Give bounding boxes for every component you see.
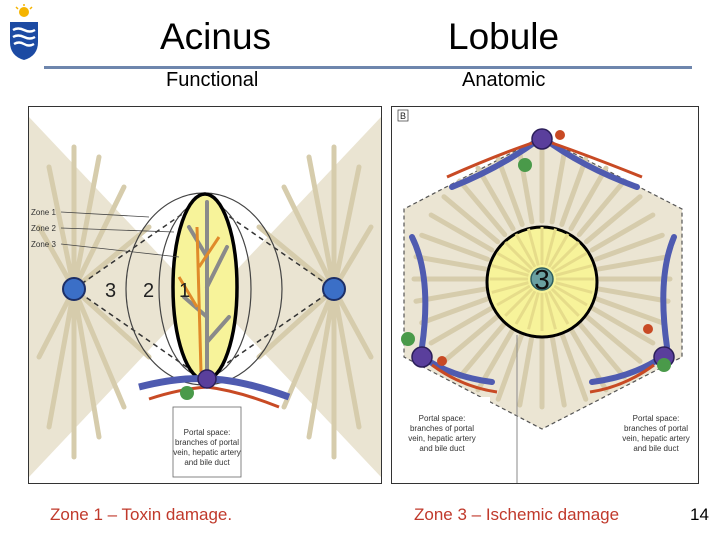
portal-label-right-line-1: Portal space: <box>633 414 680 423</box>
hepatic-cord <box>419 296 490 326</box>
portal-triad-top <box>518 128 565 172</box>
panel-tag: B <box>400 111 406 121</box>
central-cord <box>547 290 570 325</box>
hepatic-cord <box>576 320 627 380</box>
central-cord <box>550 287 580 317</box>
central-vein <box>530 267 554 291</box>
portal-space-callout-right <box>618 397 698 461</box>
hepatic-cord <box>549 333 567 408</box>
central-cord <box>553 284 588 307</box>
hepatic-cord <box>594 232 665 262</box>
center-zone-number: 3 <box>534 264 550 295</box>
portal-label-left-line-4: and bile duct <box>419 444 465 453</box>
hepatic-cords <box>36 144 374 460</box>
central-cord <box>504 287 534 317</box>
zone-number-3: 3 <box>105 280 116 302</box>
portal-triad-right <box>643 324 675 372</box>
arterial-branches <box>177 226 221 373</box>
central-cord <box>496 284 531 307</box>
central-cord <box>553 251 588 274</box>
portal-triad-left <box>401 332 447 368</box>
central-cord <box>555 264 593 277</box>
lobule-title: Lobule <box>448 16 560 57</box>
central-cord <box>527 292 540 330</box>
lobule-subtitle: Anatomic <box>462 69 546 91</box>
central-vein-left <box>62 277 86 301</box>
portal-label-right-line-2: branches of portal <box>624 424 688 433</box>
portal-label-line-4: and bile duct <box>184 458 230 467</box>
portal-label-left-line-1: Portal space: <box>419 414 466 423</box>
hepatic-cord <box>419 232 490 262</box>
hepatic-cord <box>495 156 525 227</box>
central-cord <box>544 292 557 330</box>
portal-space-callout-left <box>394 397 490 461</box>
portal-triad <box>138 369 291 409</box>
hepatic-cord <box>457 320 508 380</box>
hepatic-cord <box>441 313 501 364</box>
hepatic-cord <box>589 212 656 253</box>
portal-label-right-line-3: vein, hepatic artery <box>622 434 690 443</box>
institution-logo <box>10 4 38 60</box>
hepatic-cord <box>583 313 643 364</box>
acinus-title: Acinus <box>160 16 272 57</box>
central-cord <box>496 251 531 274</box>
central-cord <box>547 233 570 268</box>
zone-1-caption: Zone 1 – Toxin damage. <box>50 505 233 524</box>
central-cord <box>491 281 529 294</box>
hepatic-cord <box>559 331 589 402</box>
portal-label-line-3: vein, hepatic artery <box>173 448 241 457</box>
portal-label-line-2: branches of portal <box>175 438 239 447</box>
hepatic-cord <box>428 212 495 253</box>
central-cord <box>514 233 537 268</box>
hepatic-cord <box>596 286 671 304</box>
zone-number-2: 2 <box>143 280 154 302</box>
hepatic-cord <box>583 194 643 245</box>
portal-label-line-1: Portal space: <box>184 428 231 437</box>
hepatic-cord <box>428 305 495 346</box>
hepatic-cord <box>594 296 665 326</box>
acinus-subtitle: Functional <box>166 69 259 91</box>
central-cord <box>514 290 537 325</box>
portal-label-left-line-2: branches of portal <box>410 424 474 433</box>
acinus-diagram: Zone 1 Zone 2 Zone 3 3 2 1 Portal space:… <box>29 117 381 478</box>
portal-label-right-line-4: and bile duct <box>633 444 679 453</box>
hepatic-cord <box>517 333 535 408</box>
central-cord <box>555 281 593 294</box>
header-divider <box>44 66 692 69</box>
page-number: 14 <box>690 505 709 524</box>
lobule-diagram: B <box>394 109 698 483</box>
central-cord <box>550 241 580 271</box>
central-vein-right <box>322 277 346 301</box>
central-cord <box>527 228 540 266</box>
hepatic-arterioles <box>431 141 655 394</box>
central-cord <box>504 241 534 271</box>
hepatic-cord <box>568 165 609 232</box>
lobule-diagram-panel: B <box>391 106 699 484</box>
zone-label-3: Zone 3 <box>31 240 56 249</box>
hepatic-cord <box>457 178 508 238</box>
central-cord <box>544 228 557 266</box>
hepatic-cord <box>441 194 501 245</box>
hepatic-cord <box>495 331 525 402</box>
zone-label-2: Zone 2 <box>31 224 56 233</box>
zone-3-caption: Zone 3 – Ischemic damage <box>414 505 620 524</box>
right-lobule-sector <box>211 117 381 477</box>
portal-space-callout <box>172 406 242 478</box>
portal-label-left-line-3: vein, hepatic artery <box>408 434 476 443</box>
zone-number-1: 1 <box>179 280 190 302</box>
hepatic-cord <box>475 165 516 232</box>
central-cords <box>490 227 594 331</box>
acinus-diagram-panel: Zone 1 Zone 2 Zone 3 3 2 1 Portal space:… <box>28 106 382 484</box>
hepatic-cord <box>549 150 567 225</box>
hepatic-cord <box>413 254 488 272</box>
hepatic-cord <box>589 305 656 346</box>
central-cord <box>491 264 529 277</box>
hepatic-cord <box>576 178 627 238</box>
zone-label-1: Zone 1 <box>31 208 56 217</box>
hepatic-cord <box>596 254 671 272</box>
hepatic-cord <box>559 156 589 227</box>
